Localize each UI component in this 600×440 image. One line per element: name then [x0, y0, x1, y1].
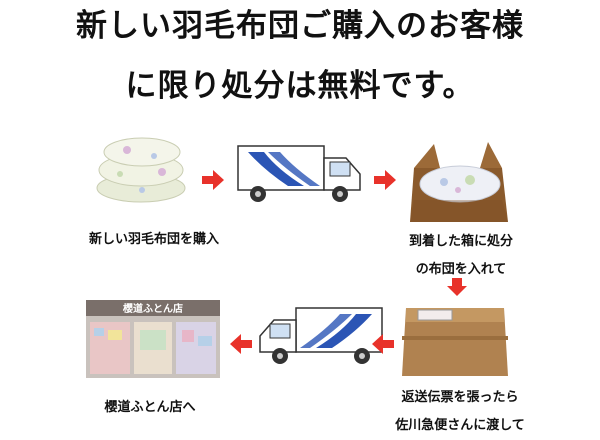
delivery-truck-image	[237, 145, 361, 202]
down-arrow-icon	[447, 278, 467, 296]
right-arrow-icon	[374, 170, 396, 190]
headline-line-2: に限り処分は無料です。	[125, 68, 475, 104]
delivery-truck-image	[259, 307, 383, 364]
step-3-caption-line-1: 到着した箱に処分	[408, 234, 513, 249]
sealed-box-image	[402, 308, 508, 376]
futon-image	[96, 137, 186, 203]
left-arrow-icon	[230, 334, 252, 354]
headline-line-1: 新しい羽毛布団ご購入のお客様	[76, 8, 524, 44]
shop-sign: 櫻道ふとん店	[122, 302, 183, 315]
step-1-caption: 新しい羽毛布団を購入	[88, 232, 219, 247]
left-arrow-icon	[372, 334, 394, 354]
open-box-image	[410, 142, 508, 222]
step-6-caption: 櫻道ふとん店へ	[104, 400, 196, 415]
step-3-caption-line-2: の布団を入れて	[415, 262, 507, 277]
futon-shop-image: 櫻道ふとん店	[86, 300, 220, 378]
step-4-caption-line-1: 返送伝票を張ったら	[401, 390, 519, 405]
step-4-caption-line-2: 佐川急便さんに渡して	[395, 418, 525, 433]
right-arrow-icon	[202, 170, 224, 190]
